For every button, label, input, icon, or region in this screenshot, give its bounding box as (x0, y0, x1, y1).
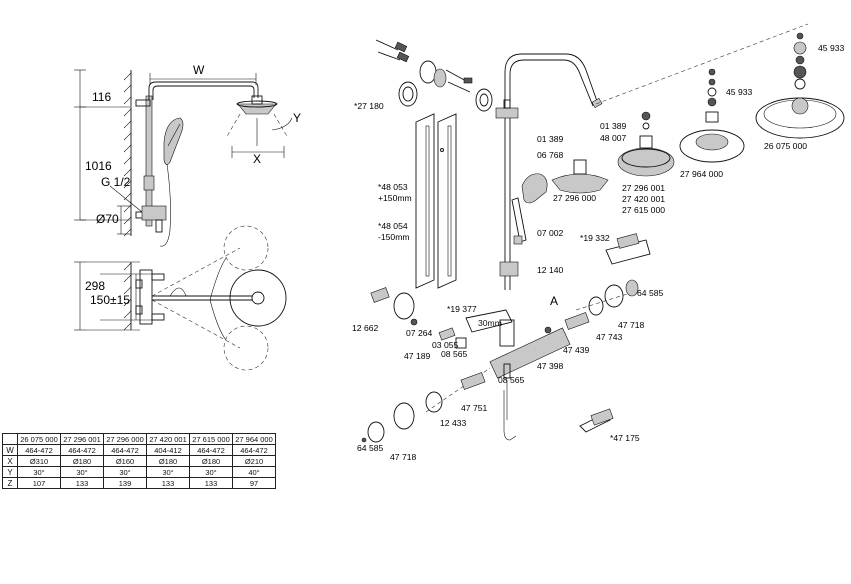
part-27296000-head: 27 296 000 (553, 193, 596, 203)
part-07002: 07 002 (537, 228, 564, 238)
top-view-drawing (74, 225, 287, 371)
part-01389-b: 01 389 (600, 121, 627, 131)
dim-dia70: Ø70 (96, 212, 119, 226)
part-27964000-head: 27 964 000 (680, 169, 723, 179)
part-03055: 03 055 (432, 340, 459, 350)
table-cell: 30° (60, 466, 104, 478)
part-27615000-head: 27 615 000 (622, 205, 665, 215)
table-row: W 464-472 464-472 464-472 404-412 464-47… (2, 444, 276, 456)
table-header-cell: 27 296 000 (103, 433, 147, 445)
table-cell: 464-472 (232, 444, 276, 456)
table-cell: Ø310 (17, 455, 61, 467)
part-19377: *19 377 (447, 304, 477, 314)
dim-x: X (253, 152, 261, 166)
table-cell: 133 (189, 477, 233, 489)
part-12140: 12 140 (537, 265, 564, 275)
dim-y: Y (293, 111, 301, 125)
part-47718-b: 47 718 (390, 452, 417, 462)
part-12662: 12 662 (352, 323, 379, 333)
part-47743: 47 743 (596, 332, 623, 342)
dim-150: 150±15 (90, 293, 130, 307)
table-cell: 30° (146, 466, 190, 478)
table-cell: 97 (232, 477, 276, 489)
table-cell: Ø160 (103, 455, 147, 467)
table-cell: Ø210 (232, 455, 276, 467)
part-47398: 47 398 (537, 361, 564, 371)
dim-116: 116 (92, 90, 111, 104)
part-48053-note: +150mm (378, 193, 412, 203)
table-cell: 30° (103, 466, 147, 478)
table-cell: Ø180 (189, 455, 233, 467)
table-cell: Ø180 (60, 455, 104, 467)
table-cell: 133 (146, 477, 190, 489)
table-row-label: X (2, 455, 18, 467)
table-row: Z 107 133 139 133 133 97 (2, 477, 276, 489)
part-48054: *48 054 (378, 221, 408, 231)
table-cell: 40° (232, 466, 276, 478)
part-48007: 48 007 (600, 133, 627, 143)
valve-parts-drawing: 30mm (361, 233, 651, 443)
part-08565-a: 08 565 (441, 349, 468, 359)
table-cell: 404-412 (146, 444, 190, 456)
part-06768: 06 768 (537, 150, 564, 160)
part-48053: *48 053 (378, 182, 408, 192)
table-header-cell: 26 075 000 (17, 433, 61, 445)
table-cell: Ø180 (146, 455, 190, 467)
part-19332: *19 332 (580, 233, 610, 243)
part-45933-a: 45 933 (818, 43, 845, 53)
part-27180: *27 180 (354, 101, 384, 111)
part-47189: 47 189 (404, 351, 431, 361)
dim-298: 298 (85, 279, 105, 293)
part-45933-b: 45 933 (726, 87, 753, 97)
exploded-parts-drawing (375, 23, 809, 441)
table-row-label: Y (2, 466, 18, 478)
part-47718-a: 47 718 (618, 320, 645, 330)
part-01389-a: 01 389 (537, 134, 564, 144)
table-cell: 464-472 (103, 444, 147, 456)
part-26075000-head: 26 075 000 (764, 141, 807, 151)
table-cell: 30° (189, 466, 233, 478)
part-48054-note: -150mm (378, 232, 410, 242)
shower-heads-drawing (551, 32, 845, 194)
table-cell: 30° (17, 466, 61, 478)
part-64585-a: 64 585 (637, 288, 664, 298)
table-cell: 107 (17, 477, 61, 489)
part-47175: *47 175 (610, 433, 640, 443)
table-header-cell: 27 296 001 (60, 433, 104, 445)
label-a: A (550, 294, 558, 308)
dim-1016: 1016 (85, 159, 112, 173)
table-corner-cell (2, 433, 18, 445)
table-header-cell: 27 420 001 (146, 433, 190, 445)
part-08565-b: 08 565 (498, 375, 525, 385)
part-64585-b: 64 585 (357, 443, 384, 453)
dim-w: W (193, 63, 205, 77)
side-elevation-drawing (74, 69, 293, 247)
table-cell: 139 (103, 477, 147, 489)
table-row-label: W (2, 444, 18, 456)
table-cell: 464-472 (60, 444, 104, 456)
svg-text:30mm: 30mm (478, 318, 502, 328)
part-47439: 47 439 (563, 345, 590, 355)
table-row: Y 30° 30° 30° 30° 30° 40° (2, 466, 276, 478)
dimension-table: 26 075 000 27 296 001 27 296 000 27 420 … (2, 433, 276, 489)
table-row-label: Z (2, 477, 18, 489)
table-header-cell: 27 615 000 (189, 433, 233, 445)
table-cell: 464-472 (17, 444, 61, 456)
table-header-row: 26 075 000 27 296 001 27 296 000 27 420 … (2, 433, 276, 445)
dim-thread: G 1/2 (101, 175, 131, 189)
table-row: X Ø310 Ø180 Ø160 Ø180 Ø180 Ø210 (2, 455, 276, 467)
part-47751: 47 751 (461, 403, 488, 413)
table-cell: 133 (60, 477, 104, 489)
table-header-cell: 27 964 000 (232, 433, 276, 445)
part-12433: 12 433 (440, 418, 467, 428)
part-07264: 07 264 (406, 328, 433, 338)
table-cell: 464-472 (189, 444, 233, 456)
part-27296001-head: 27 296 001 (622, 183, 665, 193)
part-27420001-head: 27 420 001 (622, 194, 665, 204)
